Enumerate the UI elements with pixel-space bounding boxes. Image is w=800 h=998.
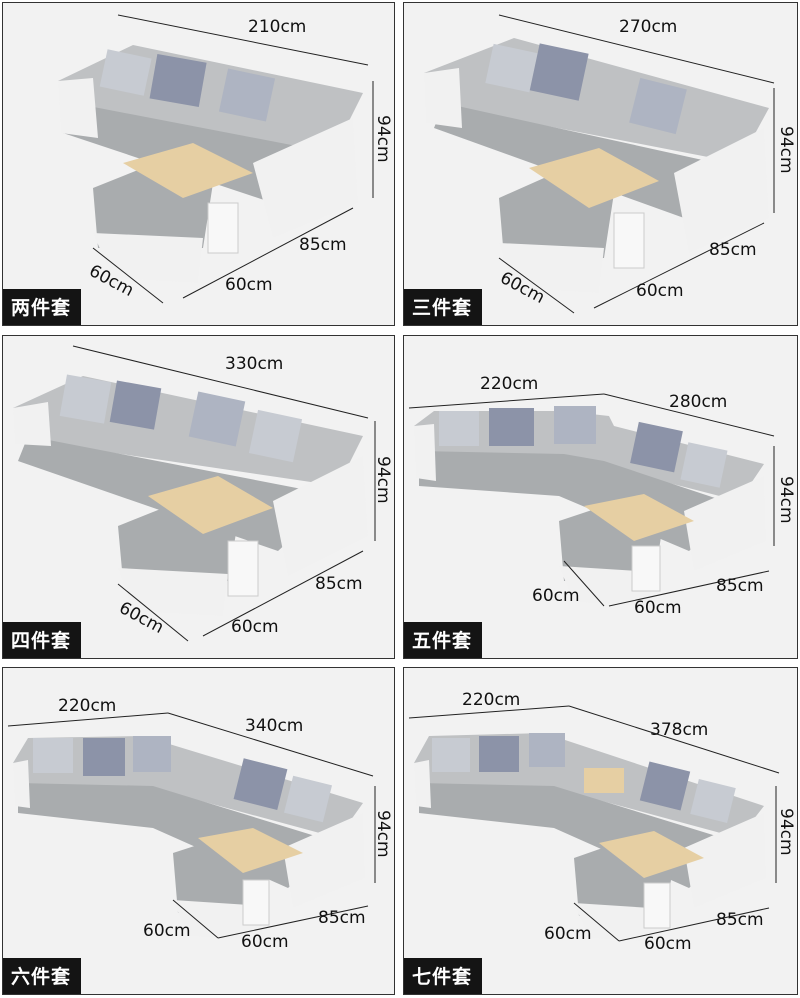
ottoman-width-dimension: 60cm: [634, 598, 682, 618]
set-label: 两件套: [3, 289, 82, 325]
panel-three-piece: 270cm 94cm 85cm 60cm 60cm 三件套: [403, 2, 798, 326]
height-dimension: 94cm: [776, 808, 796, 856]
sofa-illustration: [408, 705, 780, 942]
depth-dimension: 85cm: [709, 240, 757, 260]
ottoman-depth-dimension: 60cm: [143, 921, 191, 941]
sofa-illustration: [13, 345, 376, 642]
panel-six-piece: 220cm 340cm 94cm 85cm 60cm 60cm 六件套: [2, 667, 395, 995]
height-dimension: 94cm: [776, 476, 796, 524]
panel-five-piece: 220cm 280cm 94cm 85cm 60cm 60cm 五件套: [403, 335, 798, 659]
depth-dimension: 85cm: [716, 576, 764, 596]
set-label: 五件套: [404, 622, 483, 658]
ottoman-width-dimension: 60cm: [636, 281, 684, 301]
height-dimension: 94cm: [373, 810, 393, 858]
sofa-illustration: [58, 14, 374, 304]
height-dimension: 94cm: [373, 456, 393, 504]
corner-width-dimension: 220cm: [58, 696, 117, 716]
sofa-illustration: [7, 712, 376, 940]
ottoman-depth-dimension: 60cm: [544, 924, 592, 944]
depth-dimension: 85cm: [716, 910, 764, 930]
depth-dimension: 85cm: [299, 235, 347, 255]
ottoman-width-dimension: 60cm: [644, 934, 692, 954]
corner-width-dimension: 220cm: [480, 374, 539, 394]
sofa-illustration: [424, 14, 775, 314]
panel-two-piece: 210cm 94cm 85cm 60cm 60cm 两件套: [2, 2, 395, 326]
set-label: 六件套: [3, 958, 82, 994]
width-dimension: 378cm: [650, 720, 709, 740]
ottoman-depth-dimension: 60cm: [532, 586, 580, 606]
set-label: 四件套: [3, 622, 82, 658]
corner-width-dimension: 220cm: [462, 690, 521, 710]
panel-four-piece: 330cm 94cm 85cm 60cm 60cm 四件套: [2, 335, 395, 659]
height-dimension: 94cm: [776, 126, 796, 174]
depth-dimension: 85cm: [318, 908, 366, 928]
ottoman-width-dimension: 60cm: [225, 275, 273, 295]
width-dimension: 280cm: [669, 392, 728, 412]
depth-dimension: 85cm: [315, 574, 363, 594]
panel-seven-piece: 220cm 378cm 94cm 85cm 60cm 60cm 七件套: [403, 667, 798, 995]
sofa-illustration: [408, 393, 775, 607]
width-dimension: 340cm: [245, 716, 304, 736]
width-dimension: 210cm: [248, 17, 307, 37]
width-dimension: 330cm: [225, 354, 284, 374]
ottoman-width-dimension: 60cm: [241, 932, 289, 952]
height-dimension: 94cm: [373, 115, 393, 163]
set-label: 七件套: [404, 958, 483, 994]
ottoman-width-dimension: 60cm: [231, 617, 279, 637]
width-dimension: 270cm: [619, 17, 678, 37]
set-label: 三件套: [404, 289, 483, 325]
